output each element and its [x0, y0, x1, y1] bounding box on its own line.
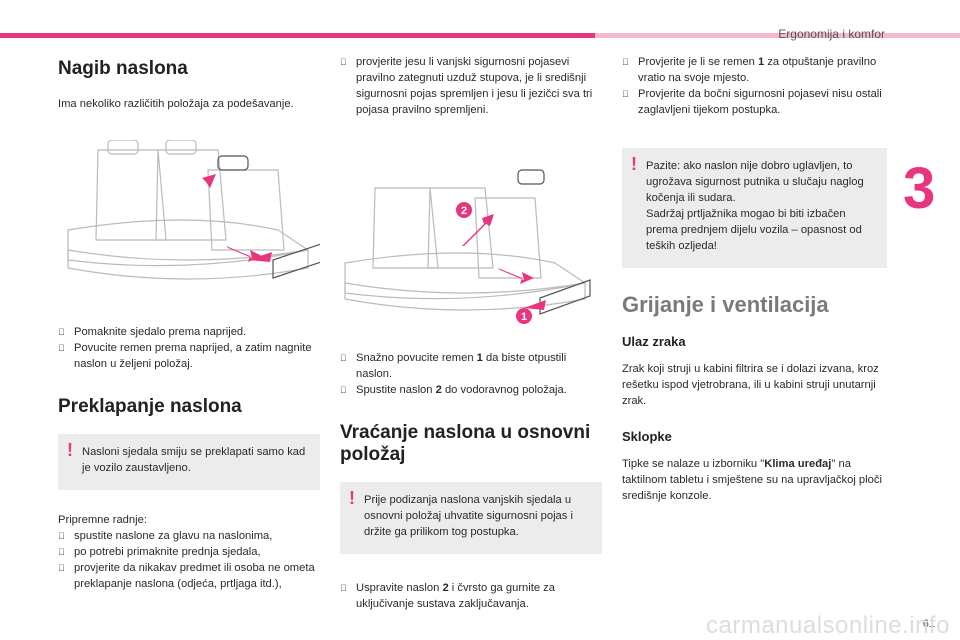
step-1-label: 1 [521, 311, 527, 323]
step-2-label: 2 [461, 205, 467, 217]
list-item: Pomaknite sjedalo prema naprijed. [58, 326, 247, 338]
column-1: Nagib naslona Ima nekoliko različitih po… [58, 52, 334, 592]
list-item: provjerite da nikakav predmet ili osoba… [58, 562, 315, 590]
seat-recline-illustration [58, 139, 334, 300]
seat-illustration-1 [67, 139, 334, 280]
controls-text: Tipke se nalaze u izborniku "Klima uređa… [622, 458, 882, 502]
list-item: Provjerite je li se remen 1 za otpuštan… [622, 56, 877, 84]
column-2: provjerite jesu li vanjski sigurnosni p… [340, 52, 602, 612]
warning-box: ! Nasloni sjedala smiju se preklapati sa… [58, 434, 320, 490]
warning-icon: ! [349, 488, 355, 508]
header-bar-light [595, 33, 960, 38]
watermark: carmanualsonline.info [706, 612, 950, 639]
list-item: Uspravite naslon 2 i čvrsto ga gurnite … [340, 582, 556, 610]
list-item: Provjerite da bočni sigurnosni pojasevi… [622, 88, 882, 116]
step-1-marker [516, 308, 532, 324]
list-item: po potrebi primaknite prednja sjedala, [58, 546, 261, 558]
list-item: Snažno povucite remen 1 da biste otpust… [340, 352, 567, 380]
header-bar [0, 33, 595, 38]
seat-fold-illustration: 2 1 [340, 158, 602, 328]
subheading-sklopke: Sklopke [622, 429, 672, 444]
page-number: 61 [922, 618, 935, 630]
air-text: Zrak koji struji u kabini filtrira se i … [622, 363, 879, 407]
title-preklapanje: Preklapanje naslona [58, 396, 242, 417]
warning-icon: ! [631, 154, 637, 174]
warning-box: ! Pazite: ako naslon nije dobro uglavlje… [622, 148, 887, 268]
list-item: spustite naslone za glavu na naslonima, [58, 530, 273, 542]
chapter-number: 3 [903, 156, 936, 221]
title-nagib: Nagib naslona [58, 58, 188, 79]
subheading-ulaz-zraka: Ulaz zraka [622, 334, 686, 349]
section-heading: Grijanje i ventilacija [622, 292, 829, 317]
warning-box: ! Prije podizanja naslona vanjskih sjeda… [340, 482, 602, 554]
chapter-title: Ergonomija i komfor [778, 27, 885, 41]
intro-text: Ima nekoliko različitih položaja za pode… [58, 98, 294, 110]
title-vracanje: Vraćanje naslona u osnovni položaj [340, 422, 591, 465]
seat-illustration-2: 2 1 [344, 169, 591, 324]
list-item: Povucite remen prema naprijed, a zatim … [58, 342, 312, 370]
prep-label: Pripremne radnje: [58, 514, 147, 526]
step-2-marker [456, 202, 472, 218]
warning-icon: ! [67, 440, 73, 460]
list-item: provjerite jesu li vanjski sigurnosni p… [340, 56, 593, 116]
column-3: Provjerite je li se remen 1 za otpuštan… [622, 52, 887, 504]
list-item: Spustite naslon 2 do vodoravnog položaj… [340, 384, 567, 396]
